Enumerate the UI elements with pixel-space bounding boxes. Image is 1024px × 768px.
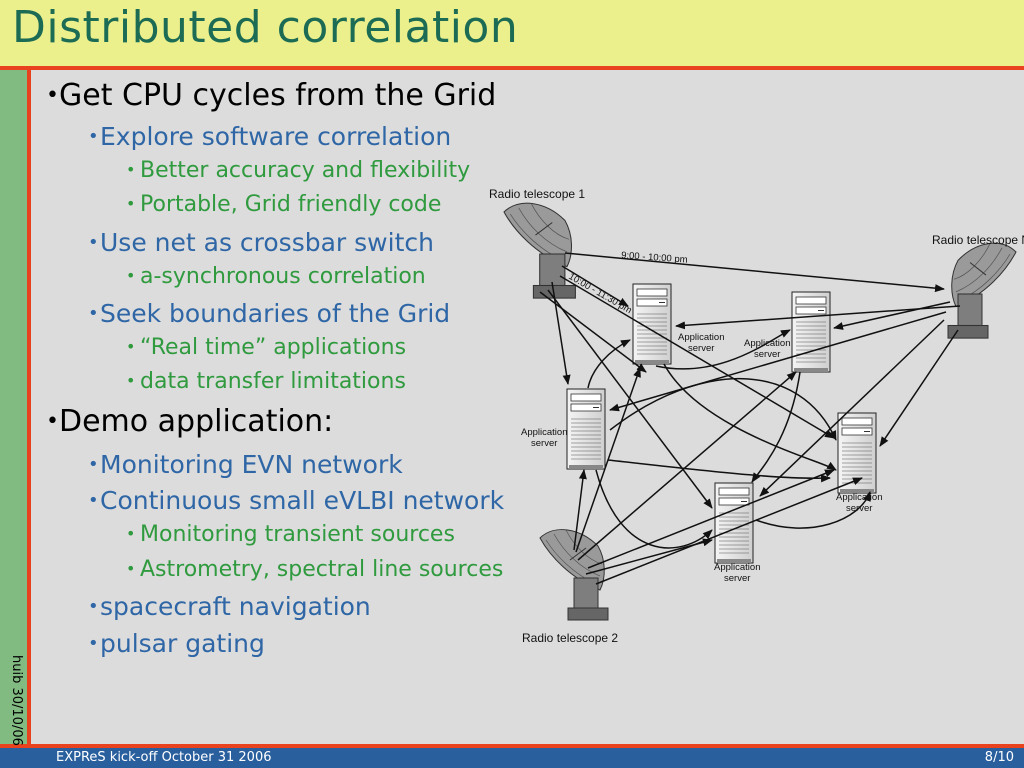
- server-label: server: [754, 349, 780, 360]
- time-label-2: 10:00 - 11:30 pm: [567, 271, 634, 316]
- bullet-glyph: •: [88, 490, 99, 511]
- vertical-author-date: huib 30/10/06: [9, 655, 24, 746]
- telescope-2-label: Radio telescope 2: [522, 631, 618, 645]
- footer-event: EXPReS kick-off October 31 2006: [56, 750, 272, 765]
- bullet-glyph: •: [126, 371, 136, 390]
- bullet-glyph: •: [126, 524, 136, 543]
- bullet-level1: •Get CPU cycles from the Grid: [46, 78, 497, 113]
- bullet-glyph: •: [88, 596, 99, 617]
- bullet-level3: •Better accuracy and flexibility: [126, 158, 471, 183]
- bullet-glyph: •: [126, 337, 136, 356]
- server-icon: [566, 388, 606, 470]
- server-label: server: [846, 503, 872, 514]
- server-icon: [791, 291, 831, 373]
- bullet-level1: •Demo application:: [46, 404, 334, 439]
- bullet-level3: •“Real time” applications: [126, 335, 407, 360]
- server-label: Application: [678, 332, 724, 343]
- telescope-1-icon: [503, 202, 576, 299]
- server-icon: [837, 412, 877, 494]
- bullet-level3: •Portable, Grid friendly code: [126, 192, 442, 217]
- bullet-glyph: •: [126, 559, 136, 578]
- server-label: Application: [714, 562, 760, 573]
- bullet-level2: •Use net as crossbar switch: [88, 228, 434, 257]
- bullet-glyph: •: [88, 633, 99, 654]
- time-label-1: 9:00 - 10:00 pm: [621, 250, 688, 266]
- bullet-glyph: •: [46, 83, 59, 108]
- server-label: Application: [836, 492, 882, 503]
- bottom-rule: [0, 744, 1024, 748]
- bullet-level3: •data transfer limitations: [126, 369, 406, 394]
- bullet-glyph: •: [46, 409, 59, 434]
- connection-arrows: [539, 252, 961, 585]
- server-label: server: [724, 573, 750, 584]
- side-strip: [0, 70, 27, 748]
- top-rule: [0, 66, 1024, 70]
- server-label: Application: [744, 338, 790, 349]
- bullet-level2: •Monitoring EVN network: [88, 450, 403, 479]
- bullet-glyph: •: [88, 232, 99, 253]
- telescope-n-icon: [947, 242, 1017, 339]
- bullet-level3: •Monitoring transient sources: [126, 522, 455, 547]
- bullet-glyph: •: [126, 160, 136, 179]
- server-label: server: [531, 438, 557, 449]
- bullet-glyph: •: [126, 266, 136, 285]
- bullet-level2: •Continuous small eVLBI network: [88, 486, 505, 515]
- server-icon: [632, 283, 672, 365]
- bullet-glyph: •: [88, 126, 99, 147]
- footer-bar: EXPReS kick-off October 31 2006 8/10: [0, 748, 1024, 768]
- bullet-glyph: •: [88, 303, 99, 324]
- page-number: 8/10: [984, 750, 1014, 765]
- telescope-n-label: Radio telescope N: [932, 233, 1024, 247]
- bullet-glyph: •: [88, 454, 99, 475]
- bullet-level2: •Explore software correlation: [88, 122, 452, 151]
- server-label: Application: [521, 427, 567, 438]
- bullet-level3: •Astrometry, spectral line sources: [126, 557, 504, 582]
- left-rule: [27, 70, 31, 748]
- telescope-1-label: Radio telescope 1: [489, 187, 585, 201]
- server-label: server: [688, 343, 714, 354]
- title-bar: Distributed correlation: [0, 0, 1024, 66]
- bullet-level2: •Seek boundaries of the Grid: [88, 299, 451, 328]
- slide-title: Distributed correlation: [12, 2, 519, 53]
- bullet-level3: •a-synchronous correlation: [126, 264, 426, 289]
- bullet-glyph: •: [126, 194, 136, 213]
- bullet-level2: •spacecraft navigation: [88, 592, 371, 621]
- bullet-level2: •pulsar gating: [88, 629, 265, 658]
